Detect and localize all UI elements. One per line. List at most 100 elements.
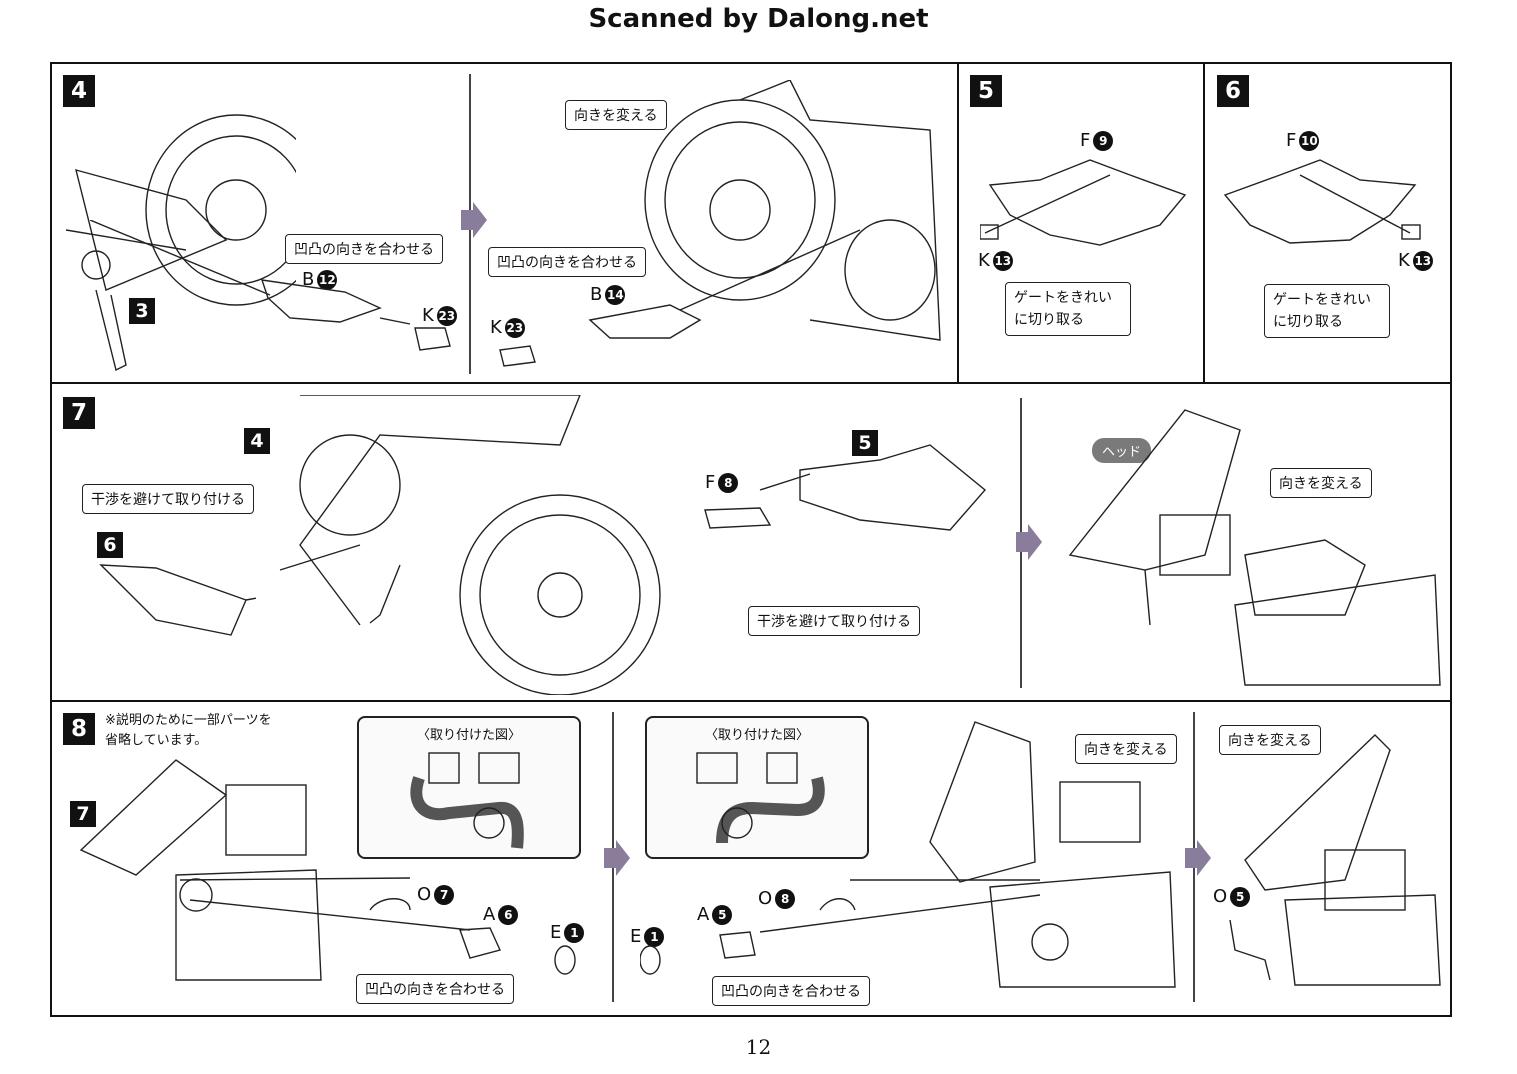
step4-align-label-left: 凹凸の向きを合わせる (285, 234, 443, 264)
part-k13-step6: K 13 (1398, 250, 1433, 271)
part-k13-step5-letter: K (978, 250, 990, 271)
step7-ref-step-6: 6 (97, 532, 123, 558)
part-e1-right-letter: E (630, 926, 642, 947)
step8-flow-arrow-1 (604, 840, 630, 876)
part-f9: F 9 (1080, 130, 1114, 151)
part-f10-number: 10 (1299, 130, 1320, 151)
part-e1-letter: E (550, 922, 562, 943)
part-k13-step5: K 13 (978, 250, 1013, 271)
step4-part-b12-k23-illustration (90, 220, 451, 351)
step8-inset-2-illustration (696, 752, 825, 844)
step7-head-assembly-illustration (1068, 409, 1441, 686)
step7-turn-label: 向きを変える (1270, 468, 1372, 498)
step-7-badge: 7 (63, 397, 95, 429)
page-number: 12 (745, 1035, 772, 1059)
part-o7-letter: O (417, 884, 432, 905)
step8-inset-2-title: 〈取り付けた図〉 (704, 728, 809, 743)
part-o7: O 7 (417, 884, 455, 905)
step7-part5-illustration (704, 444, 987, 531)
part-a5-letter: A (697, 904, 710, 925)
step4-align-label-right: 凹凸の向きを合わせる (488, 247, 646, 277)
step7-ref-step-4: 4 (244, 428, 270, 454)
part-b14: B 14 (590, 284, 626, 305)
part-k13-step6-number: 13 (1412, 250, 1433, 271)
part-b14-number: 14 (605, 284, 626, 305)
step8-align-label-right: 凹凸の向きを合わせる (712, 976, 870, 1006)
part-b14-letter: B (590, 284, 603, 305)
step-4-badge: 4 (63, 75, 95, 107)
step8-flow-arrow-2 (1185, 840, 1211, 876)
step6-part-illustration (1223, 159, 1421, 244)
part-f10-letter: F (1286, 130, 1297, 151)
col-divider-step5 (957, 62, 959, 383)
part-k23-right-letter: K (490, 317, 502, 338)
part-o5: O 5 (1213, 886, 1251, 907)
step8-inset-2: 〈取り付けた図〉 (645, 716, 869, 859)
part-e1-right-number: 1 (644, 926, 665, 947)
part-a6-letter: A (483, 904, 496, 925)
part-k23-right: K 23 (490, 317, 525, 338)
step5-gate-label: ゲートをきれい に切り取る (1005, 282, 1131, 336)
step8-turn-label-2: 向きを変える (1219, 725, 1321, 755)
step7-motorcycle-illustration (279, 395, 661, 695)
part-k13-step6-letter: K (1398, 250, 1410, 271)
part-f9-number: 9 (1093, 130, 1114, 151)
step8-bike-front-center-illustration (929, 721, 1176, 988)
part-k13-step5-number: 13 (992, 250, 1013, 271)
step8-right-parts-illustration (640, 879, 1041, 975)
step8-bike-front-right-illustration (1229, 734, 1441, 986)
part-k23-right-number: 23 (504, 317, 525, 338)
step-6-badge: 6 (1217, 75, 1249, 107)
part-f9-letter: F (1080, 130, 1091, 151)
step7-flow-arrow (1016, 524, 1042, 560)
step8-inset-1: 〈取り付けた図〉 (357, 716, 581, 859)
part-f8: F 8 (705, 472, 739, 493)
part-f10: F 10 (1286, 130, 1320, 151)
part-k23-number: 23 (436, 305, 457, 326)
step5-part-illustration (980, 159, 1187, 246)
step-8-badge: 8 (63, 713, 95, 745)
part-e1: E 1 (550, 922, 585, 943)
part-k23: K 23 (422, 305, 457, 326)
part-e1-number: 1 (564, 922, 585, 943)
step4-turn-label: 向きを変える (565, 100, 667, 130)
step8-left-parts-illustration (179, 877, 576, 975)
step-5-badge: 5 (970, 75, 1002, 107)
part-f8-letter: F (705, 472, 716, 493)
step7-part6-illustration (99, 564, 256, 636)
part-e1-right: E 1 (630, 926, 665, 947)
step8-align-label-left: 凹凸の向きを合わせる (356, 974, 514, 1004)
part-o8: O 8 (758, 888, 796, 909)
part-b12-number: 12 (317, 269, 338, 290)
part-o7-number: 7 (434, 884, 455, 905)
step8-ref-step-7: 7 (70, 801, 96, 827)
step4-ref-step-3: 3 (129, 298, 155, 324)
step4-motorcycle-rear-illustration-right (499, 80, 941, 367)
part-o5-letter: O (1213, 886, 1228, 907)
step7-avoid-label-right: 干渉を避けて取り付ける (748, 606, 920, 636)
part-a5: A 5 (697, 904, 733, 925)
part-f8-number: 8 (718, 472, 739, 493)
step8-bike-front-left-illustration (79, 759, 322, 981)
part-a6: A 6 (483, 904, 519, 925)
part-a6-number: 6 (498, 904, 519, 925)
step8-note: ※説明のために一部パーツを 省略しています。 (105, 713, 272, 748)
step8-inset-1-title: 〈取り付けた図〉 (416, 728, 521, 743)
row-divider-2 (50, 700, 1452, 702)
step7-avoid-label-left: 干渉を避けて取り付ける (82, 484, 254, 514)
step7-ref-step-5: 5 (852, 430, 878, 456)
scan-credit: Scanned by Dalong.net (588, 4, 929, 34)
part-b12: B 12 (302, 269, 338, 290)
step8-turn-label-1: 向きを変える (1075, 734, 1177, 764)
step4-motorcycle-rear-illustration-left (66, 114, 296, 372)
part-o8-letter: O (758, 888, 773, 909)
step7-head-pill: ヘッド (1092, 438, 1152, 463)
part-b12-letter: B (302, 269, 315, 290)
part-o8-number: 8 (775, 888, 796, 909)
part-a5-number: 5 (712, 904, 733, 925)
step8-inset-1-illustration (410, 752, 524, 849)
row-divider-1 (50, 382, 1452, 384)
step6-gate-label: ゲートをきれい に切り取る (1264, 284, 1390, 338)
part-k23-letter: K (422, 305, 434, 326)
step4-flow-arrow (461, 202, 487, 238)
